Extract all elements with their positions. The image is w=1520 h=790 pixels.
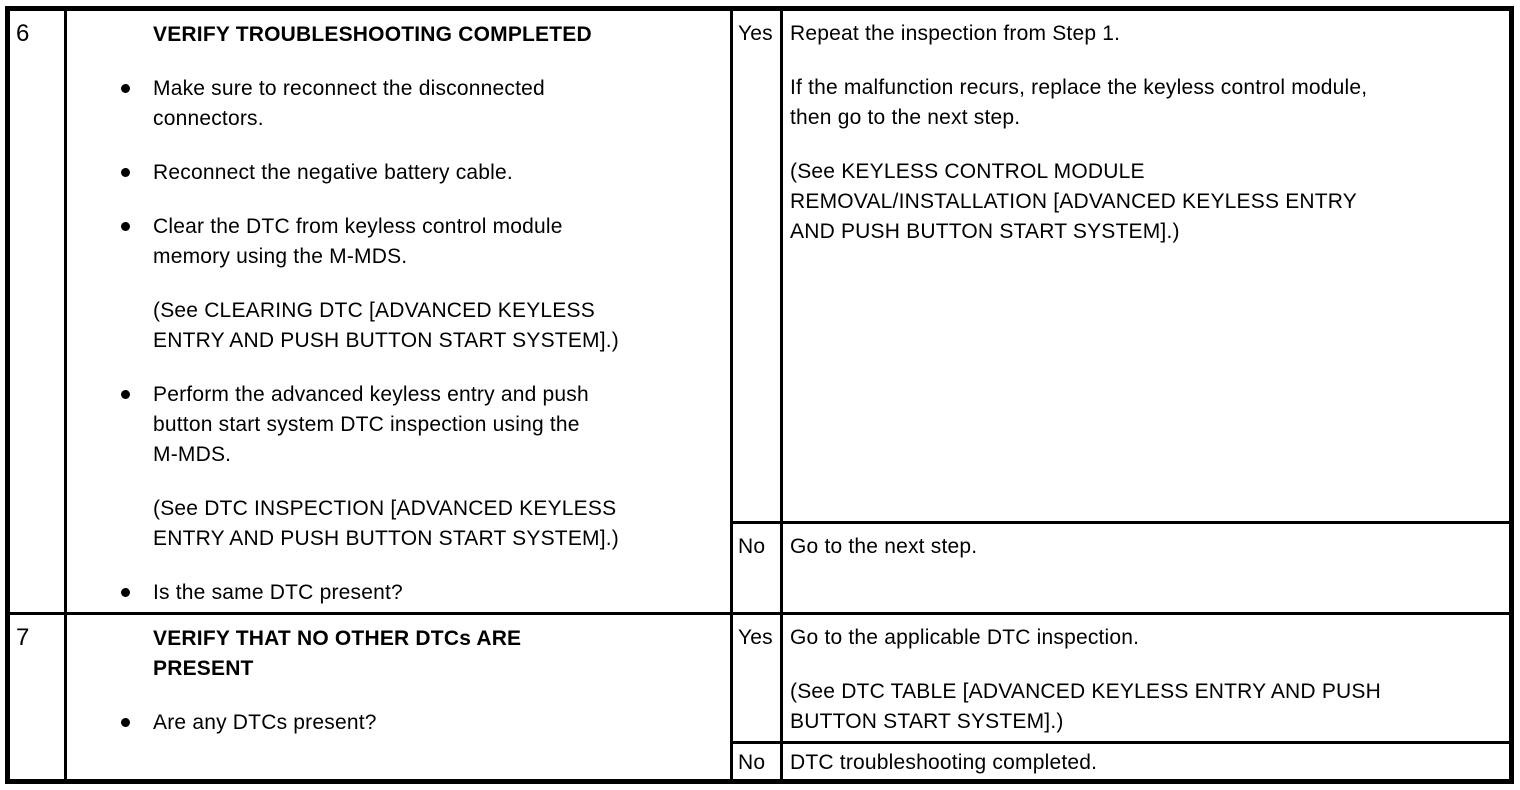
outcome-no: No DTC troubleshooting completed. — [733, 741, 1509, 779]
table-row-step-7: 7 VERIFY THAT NO OTHER DTCs ARE PRESENT … — [10, 612, 1509, 779]
see-reference-note: (See DTC INSPECTION [ADVANCED KEYLESS EN… — [153, 497, 619, 550]
result-paragraph: (See KEYLESS CONTROL MODULE REMOVAL/INST… — [790, 160, 1358, 243]
step-number-cell: 6 — [10, 11, 67, 612]
inspection-cell: VERIFY TROUBLESHOOTING COMPLETED Make su… — [67, 11, 733, 612]
outcome-yes: Yes Repeat the inspection from Step 1. I… — [733, 11, 1509, 521]
result-paragraph: (See DTC TABLE [ADVANCED KEYLESS ENTRY A… — [790, 680, 1381, 733]
bullet-icon — [121, 718, 130, 727]
see-reference-note: (See CLEARING DTC [ADVANCED KEYLESS ENTR… — [153, 299, 619, 352]
bullet-icon — [121, 84, 130, 93]
bullet-text: Perform the advanced keyless entry and p… — [153, 383, 589, 466]
outcomes-group: Yes Repeat the inspection from Step 1. I… — [733, 11, 1509, 612]
bullet-item: Perform the advanced keyless entry and p… — [121, 380, 722, 470]
no-label: No — [733, 744, 783, 779]
bullet-text: Clear the DTC from keyless control modul… — [153, 215, 563, 268]
result-cell: Repeat the inspection from Step 1. If th… — [783, 11, 1509, 521]
yes-label: Yes — [733, 11, 783, 521]
result-paragraph: DTC troubleshooting completed. — [790, 751, 1098, 774]
result-paragraph: Go to the next step. — [790, 535, 978, 558]
bullet-item: Clear the DTC from keyless control modul… — [121, 212, 722, 272]
result-cell: Go to the applicable DTC inspection. (Se… — [783, 615, 1509, 741]
outcome-yes: Yes Go to the applicable DTC inspection.… — [733, 615, 1509, 741]
outcomes-group: Yes Go to the applicable DTC inspection.… — [733, 615, 1509, 779]
yes-label: Yes — [733, 615, 783, 741]
bullet-item: Is the same DTC present? — [121, 578, 722, 608]
bullet-item: Reconnect the negative battery cable. — [121, 158, 722, 188]
result-paragraph: Repeat the inspection from Step 1. — [790, 22, 1121, 45]
inspection-heading: VERIFY THAT NO OTHER DTCs ARE PRESENT — [153, 627, 522, 680]
no-label: No — [733, 524, 783, 612]
outcome-no: No Go to the next step. — [733, 521, 1509, 612]
step-number-cell: 7 — [10, 615, 67, 779]
bullet-text: Make sure to reconnect the disconnected … — [153, 77, 545, 130]
bullet-item: Are any DTCs present? — [121, 708, 722, 738]
bullet-icon — [121, 390, 130, 399]
bullet-text: Are any DTCs present? — [153, 711, 377, 734]
result-cell: Go to the next step. — [783, 524, 1509, 612]
bullet-text: Reconnect the negative battery cable. — [153, 161, 513, 184]
bullet-icon — [121, 222, 130, 231]
inspection-cell: VERIFY THAT NO OTHER DTCs ARE PRESENT Ar… — [67, 615, 733, 779]
table-row-step-6: 6 VERIFY TROUBLESHOOTING COMPLETED Make … — [10, 11, 1509, 612]
bullet-item: Make sure to reconnect the disconnected … — [121, 74, 722, 134]
bullet-icon — [121, 588, 130, 597]
result-cell: DTC troubleshooting completed. — [783, 744, 1509, 779]
inspection-heading: VERIFY TROUBLESHOOTING COMPLETED — [153, 23, 592, 46]
result-paragraph: If the malfunction recurs, replace the k… — [790, 76, 1368, 129]
bullet-icon — [121, 168, 130, 177]
result-paragraph: Go to the applicable DTC inspection. — [790, 626, 1140, 649]
bullet-text: Is the same DTC present? — [153, 581, 403, 604]
troubleshooting-table: 6 VERIFY TROUBLESHOOTING COMPLETED Make … — [5, 6, 1514, 784]
